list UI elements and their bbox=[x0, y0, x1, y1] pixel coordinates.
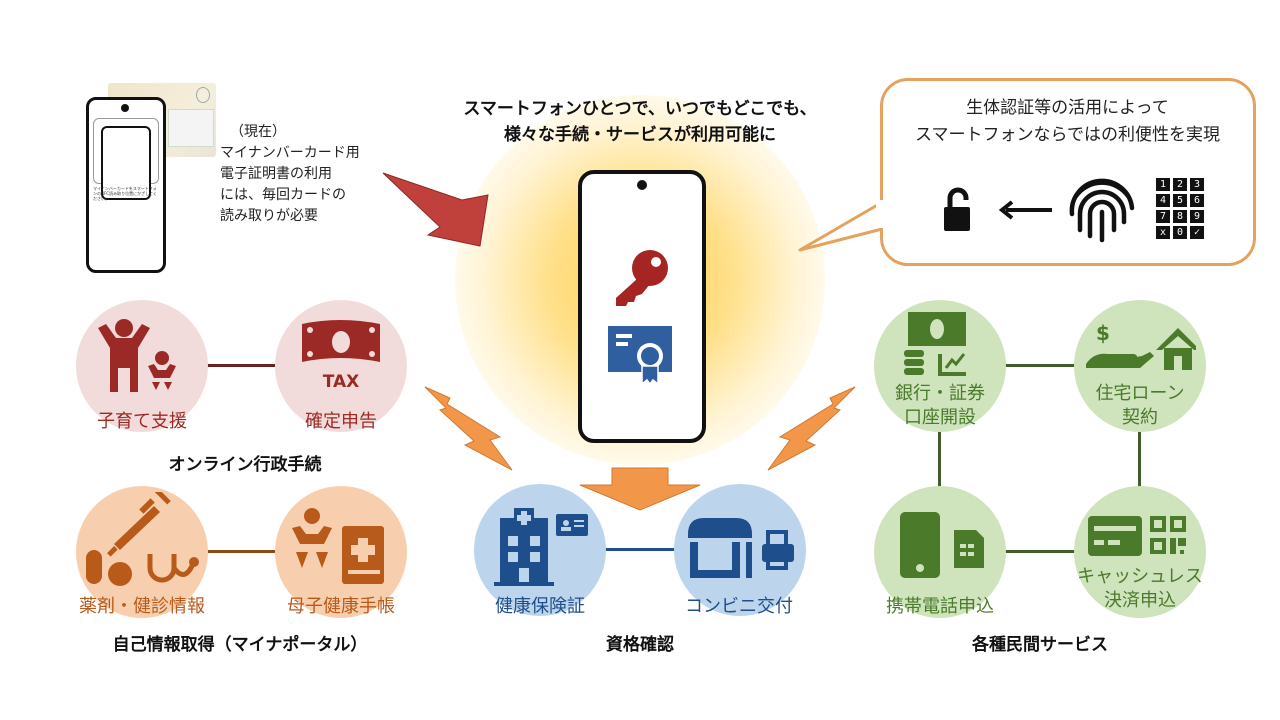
connector bbox=[205, 550, 275, 553]
label-mobile: 携帯電話申込 bbox=[886, 596, 994, 617]
group-title-private-services: 各種民間サービス bbox=[972, 635, 1108, 655]
keypad-key: 5 bbox=[1173, 194, 1187, 207]
label-line: 口座開設 bbox=[904, 407, 976, 428]
bubble-line-2: スマートフォンならではの利便性を実現 bbox=[915, 125, 1220, 145]
label-line: 決済申込 bbox=[1104, 590, 1176, 611]
child-care-icon bbox=[98, 319, 176, 392]
arrow-left-icon bbox=[998, 200, 1052, 220]
medical-icon bbox=[86, 492, 199, 586]
group-title-qualification: 資格確認 bbox=[606, 635, 674, 655]
label-cashless: キャッシュレス 決済申込 bbox=[1055, 565, 1225, 613]
label-child-care: 子育て支援 bbox=[97, 411, 187, 432]
current-note-line-3: 電子証明書の利用 bbox=[220, 166, 332, 182]
my-number-card-image bbox=[108, 83, 216, 157]
keypad-key: 1 bbox=[1156, 178, 1170, 191]
keypad-key: 0 bbox=[1173, 226, 1187, 239]
label-health-insurance: 健康保険証 bbox=[495, 596, 585, 617]
group-title-online-admin: オンライン行政手続 bbox=[168, 455, 322, 475]
connector bbox=[1005, 550, 1075, 553]
label-line: キャッシュレス bbox=[1077, 566, 1203, 587]
orange-arrow-down bbox=[579, 467, 701, 511]
keypad-key: 4 bbox=[1156, 194, 1170, 207]
red-arrow bbox=[382, 172, 489, 247]
bubble-tail bbox=[798, 198, 888, 252]
home-loan-icon: $ bbox=[1086, 321, 1196, 370]
fingerprint-icon bbox=[1069, 178, 1135, 243]
left-phone-screen-text: マイナンバーカードをスマートフォンのNFC読み取り位置にかざしてください。 bbox=[93, 186, 157, 201]
unlock-icon bbox=[944, 187, 970, 231]
label-tax: 確定申告 bbox=[305, 411, 377, 432]
circle-child-care bbox=[76, 300, 208, 432]
keypad-key: 2 bbox=[1173, 178, 1187, 191]
tax-icon-text: TAX bbox=[322, 372, 360, 392]
headline: スマートフォンひとつで、いつでもどこでも、 様々な手続・サービスが利用可能に bbox=[440, 96, 840, 148]
keypad-key: 9 bbox=[1190, 210, 1204, 223]
connector bbox=[605, 548, 675, 551]
maternal-handbook-icon bbox=[292, 508, 384, 584]
current-note-line-1: （現在） bbox=[230, 124, 286, 140]
current-note-line-5: 読み取りが必要 bbox=[220, 208, 318, 224]
label-maternal: 母子健康手帳 bbox=[287, 596, 395, 617]
connector bbox=[938, 432, 941, 490]
phone-camera bbox=[637, 180, 647, 190]
keypad-key: 3 bbox=[1190, 178, 1204, 191]
label-line: 銀行・証券 bbox=[895, 383, 985, 404]
store-printer-icon bbox=[688, 518, 794, 578]
keypad-key: 7 bbox=[1156, 210, 1170, 223]
keypad-key: 8 bbox=[1173, 210, 1187, 223]
keypad-icon: 1 2 3 4 5 6 7 8 9 x 0 ✓ bbox=[1156, 178, 1204, 239]
label-line: 住宅ローン bbox=[1095, 383, 1185, 404]
bubble-line-1: 生体認証等の活用によって bbox=[966, 98, 1169, 118]
orange-arrow-right bbox=[767, 386, 856, 471]
left-phone: マイナンバーカードをスマートフォンのNFC読み取り位置にかざしてください。 bbox=[86, 97, 166, 273]
label-convenience-store: コンビニ交付 bbox=[685, 596, 793, 617]
headline-line-2: 様々な手続・サービスが利用可能に bbox=[504, 125, 776, 145]
svg-text:$: $ bbox=[1096, 321, 1110, 345]
key-icon bbox=[616, 250, 668, 306]
group-title-self-info: 自己情報取得（マイナポータル） bbox=[112, 635, 368, 655]
label-line: 契約 bbox=[1122, 407, 1158, 428]
keypad-key: 6 bbox=[1190, 194, 1204, 207]
tax-icon bbox=[302, 320, 380, 362]
card-qr-icon bbox=[1088, 516, 1186, 556]
bubble-tail-mask bbox=[876, 200, 890, 228]
keypad-key: x bbox=[1156, 226, 1170, 239]
connector bbox=[205, 364, 275, 367]
headline-line-1: スマートフォンひとつで、いつでもどこでも、 bbox=[463, 99, 817, 119]
current-note-line-2: マイナンバーカード用 bbox=[220, 145, 360, 161]
label-home-loan: 住宅ローン 契約 bbox=[1055, 382, 1225, 430]
orange-arrow-left bbox=[424, 386, 513, 471]
current-note: （現在） マイナンバーカード用 電子証明書の利用 には、毎回カードの 読み取りが… bbox=[220, 122, 360, 227]
bank-icon bbox=[904, 312, 966, 376]
center-phone bbox=[578, 170, 706, 443]
bubble-text: 生体認証等の活用によって スマートフォンならではの利便性を実現 bbox=[895, 95, 1240, 149]
keypad-key: ✓ bbox=[1190, 226, 1204, 239]
connector bbox=[1138, 432, 1141, 490]
hospital-id-icon bbox=[494, 508, 588, 586]
mobile-sim-icon bbox=[900, 512, 984, 578]
label-bank: 銀行・証券 口座開設 bbox=[855, 382, 1025, 430]
connector bbox=[1005, 364, 1075, 367]
label-medical: 薬剤・健診情報 bbox=[79, 596, 205, 617]
certificate-icon bbox=[608, 326, 672, 386]
current-note-line-4: には、毎回カードの bbox=[220, 187, 346, 203]
